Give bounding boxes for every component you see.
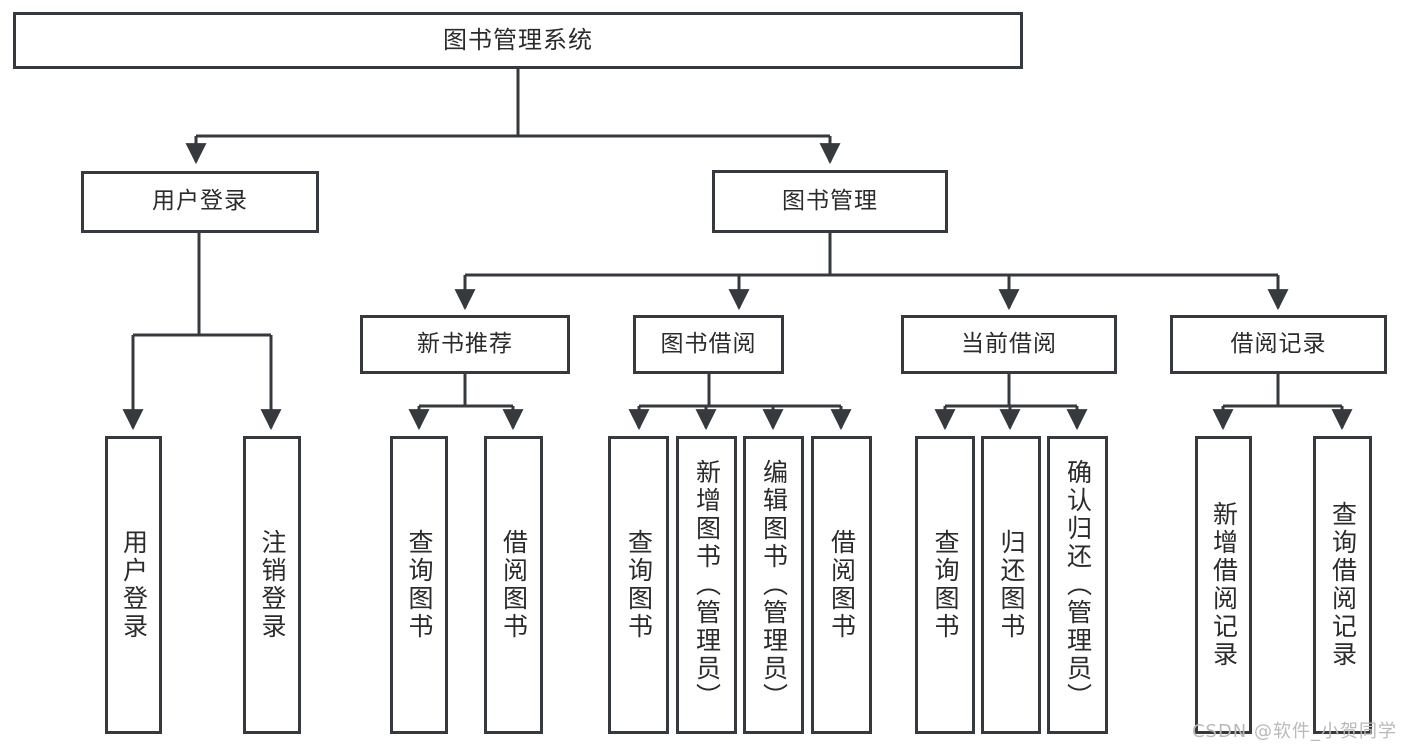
node-label: 查询借阅记录 [1328, 501, 1358, 669]
node-label: 查询图书 [931, 529, 960, 641]
node-root-system[interactable]: 图书管理系统 [13, 12, 1023, 69]
node-book-borrow[interactable]: 图书借阅 [633, 315, 784, 374]
leaf-edit-book-admin[interactable]: 编辑图书（管理员） [743, 436, 804, 734]
leaf-logout-login[interactable]: 注销登录 [243, 436, 301, 734]
node-user-login[interactable]: 用户登录 [81, 171, 319, 233]
leaf-query-book-borrow[interactable]: 查询图书 [608, 436, 669, 734]
leaf-add-borrow-record[interactable]: 新增借阅记录 [1195, 436, 1252, 734]
node-label: 当前借阅 [961, 330, 1057, 357]
leaf-borrow-book-new[interactable]: 借阅图书 [484, 436, 543, 734]
leaf-add-book-admin[interactable]: 新增图书（管理员） [676, 436, 737, 734]
leaf-query-borrow-record[interactable]: 查询借阅记录 [1313, 436, 1372, 734]
leaf-return-book[interactable]: 归还图书 [981, 436, 1041, 734]
node-label: 借阅图书 [827, 529, 857, 641]
node-label: 查询图书 [405, 529, 434, 641]
leaf-query-book-new[interactable]: 查询图书 [390, 436, 448, 734]
node-label: 图书管理系统 [443, 26, 593, 55]
node-new-book-recommend[interactable]: 新书推荐 [360, 315, 570, 374]
node-label: 用户登录 [152, 188, 248, 215]
leaf-user-login[interactable]: 用户登录 [105, 436, 162, 734]
node-label: 查询图书 [624, 529, 654, 641]
node-label: 借阅图书 [499, 529, 529, 641]
node-current-borrow[interactable]: 当前借阅 [901, 315, 1117, 374]
leaf-borrow-book[interactable]: 借阅图书 [811, 436, 872, 734]
node-label: 归还图书 [997, 529, 1026, 641]
node-label: 用户登录 [119, 529, 149, 641]
node-label: 图书管理 [782, 187, 878, 214]
node-label: 借阅记录 [1230, 330, 1327, 357]
leaf-confirm-return-admin[interactable]: 确认归还（管理员） [1047, 436, 1108, 734]
node-label: 新书推荐 [417, 330, 513, 357]
node-label: 注销登录 [258, 529, 287, 641]
node-label: 新增图书（管理员） [692, 459, 722, 711]
leaf-query-book-current[interactable]: 查询图书 [915, 436, 975, 734]
node-label: 新增借阅记录 [1209, 501, 1239, 669]
node-book-management[interactable]: 图书管理 [712, 170, 948, 233]
node-borrow-record[interactable]: 借阅记录 [1170, 315, 1387, 374]
node-label: 确认归还（管理员） [1063, 459, 1093, 711]
node-label: 图书借阅 [660, 330, 757, 357]
node-label: 编辑图书（管理员） [759, 459, 789, 711]
